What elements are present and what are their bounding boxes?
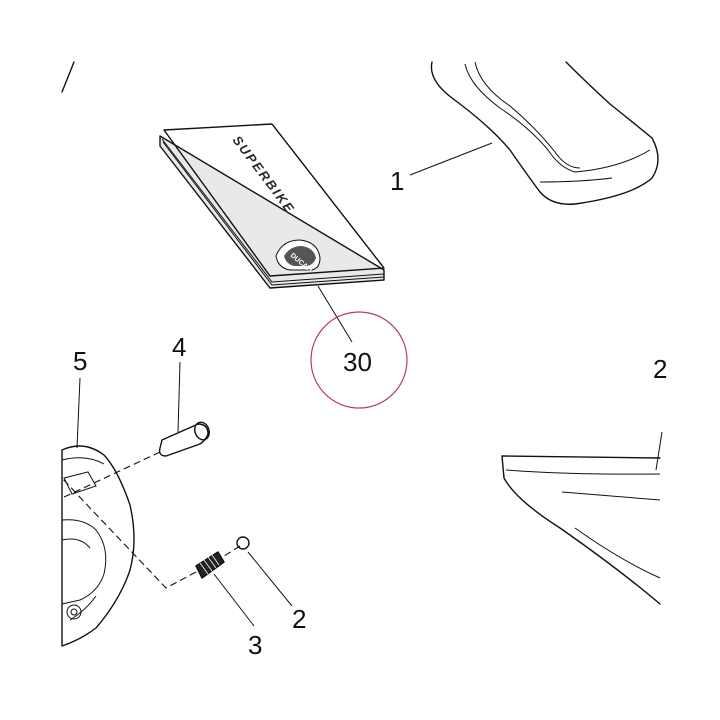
callout-2: 2 xyxy=(292,604,306,634)
assembly-line-pin xyxy=(61,451,161,499)
part-2-ball xyxy=(236,536,250,550)
part-2-panel xyxy=(501,431,663,605)
leader-1 xyxy=(409,142,493,176)
leader-2 xyxy=(247,551,293,607)
leader-5 xyxy=(76,377,81,449)
callout-1: 1 xyxy=(390,166,404,196)
part-3-spring xyxy=(195,551,225,579)
highlight-circle-30 xyxy=(310,311,408,409)
assembly-line-spring xyxy=(61,477,241,589)
leader-3 xyxy=(213,573,255,627)
part-30-owners-manual: SUPERBIKE DUCATI xyxy=(159,123,385,289)
part-5-bracket xyxy=(61,445,135,647)
callout-5: 5 xyxy=(73,346,87,376)
part-1-seat-cover xyxy=(430,61,659,205)
callout-2-partial: 2 xyxy=(653,354,667,384)
callout-30: 30 xyxy=(343,347,372,377)
callout-4: 4 xyxy=(172,332,186,362)
leader-30 xyxy=(317,285,353,343)
callout-3: 3 xyxy=(248,630,262,660)
part-4-pin xyxy=(158,421,210,457)
partial-line-top-left xyxy=(61,61,75,93)
leader-4 xyxy=(177,361,181,433)
